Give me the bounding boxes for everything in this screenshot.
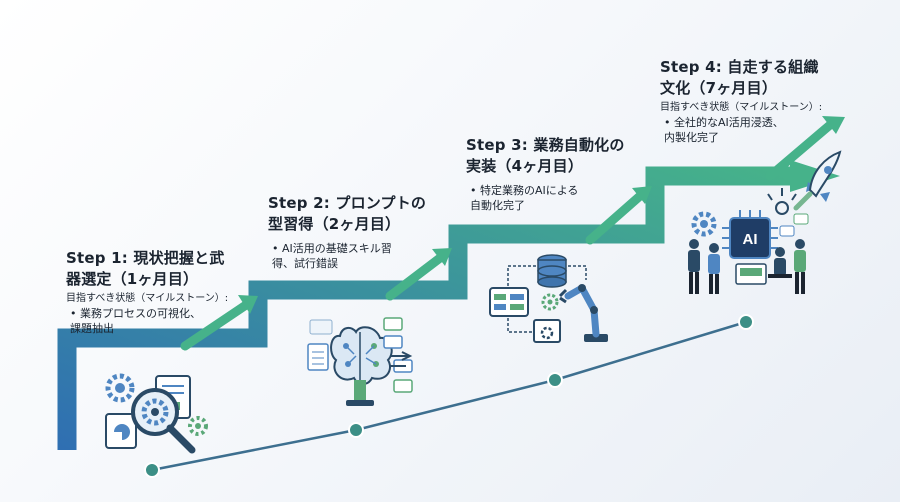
step-3: Step 3: 業務自動化の 実装（4ヶ月目） • 特定業務のAIによる 自動化… [466, 135, 652, 213]
step-arrow-4-head [822, 116, 845, 134]
step-arrow-2-head [432, 248, 452, 266]
staircase-arrow [57, 166, 790, 450]
step-4-title: Step 4: 自走する組織 文化（7ヶ月目） [660, 58, 819, 97]
step-1-bullet: • 業務プロセスの可視化、 課題抽出 [70, 307, 201, 335]
step-arrow-3-head [632, 186, 652, 204]
gears-documents-magnifier-icon [105, 373, 208, 454]
step-arrow-4 [765, 120, 835, 181]
ai-team-rocket-icon: AI [688, 150, 842, 294]
step-arrow-1-head [238, 295, 258, 314]
step-arrow-1 [180, 300, 251, 351]
step-arrow-3 [585, 191, 645, 245]
step-arrows [180, 116, 845, 351]
progress-dot-4 [738, 314, 754, 330]
step-3-title: Step 3: 業務自動化の 実装（4ヶ月目） [466, 136, 625, 175]
brain-circuit-icon [307, 317, 413, 406]
step-1: Step 1: 現状把握と武 器選定（1ヶ月目） 目指すべき状態（マイルストーン… [66, 248, 262, 336]
step-arrow-2 [385, 253, 445, 301]
progress-dot-3 [547, 372, 563, 388]
rocket-icon [793, 150, 842, 211]
step-2-title: Step 2: プロンプトの 型習得（2ヶ月目） [268, 194, 427, 233]
step-1-title: Step 1: 現状把握と武 器選定（1ヶ月目） [66, 249, 225, 288]
step-4: Step 4: 自走する組織 文化（7ヶ月目） 目指すべき状態（マイルストーン）… [660, 57, 860, 145]
ai-badge-label: AI [743, 231, 758, 248]
team-members-icon [688, 239, 806, 294]
step-2: Step 2: プロンプトの 型習得（2ヶ月目） • AI活用の基礎スキル習 得… [268, 193, 454, 271]
step-3-bullet: • 特定業務のAIによる 自動化完了 [470, 184, 579, 212]
gear-icon [691, 211, 717, 237]
step-4-bullet: • 全社的なAI活用浸透、 内製化完了 [664, 116, 784, 144]
progress-line [151, 320, 747, 472]
progress-dot-1 [144, 462, 160, 478]
step-4-milestone-label: 目指すべき状態（マイルストーン）: [660, 102, 823, 113]
step-1-milestone-label: 目指すべき状態（マイルストーン）: [66, 293, 229, 304]
progress-dot-2 [348, 422, 364, 438]
database-robot-arm-icon [489, 254, 608, 343]
step-2-bullet: • AI活用の基礎スキル習 得、試行錯誤 [272, 242, 392, 270]
